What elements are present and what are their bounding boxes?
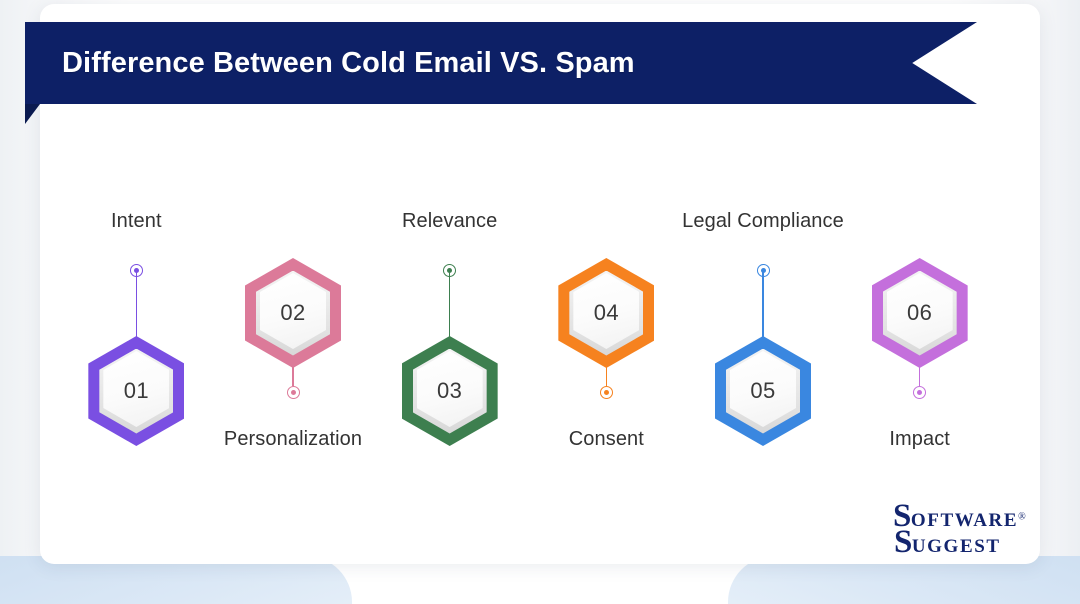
step-label: Legal Compliance xyxy=(682,210,844,232)
connector-line xyxy=(448,270,451,342)
connector-dot-icon xyxy=(599,386,613,399)
step-label: Personalization xyxy=(223,428,363,450)
softwaresuggest-logo: SOFTWARE® SUGGEST xyxy=(893,500,1026,559)
title-ribbon: Difference Between Cold Email VS. Spam xyxy=(25,22,977,124)
connector-line xyxy=(762,270,764,342)
step-label: Impact xyxy=(889,428,950,450)
step-label: Consent xyxy=(568,428,644,450)
ribbon-fold xyxy=(25,104,40,124)
decorative-shape-bottom-right xyxy=(728,556,1080,604)
hexagon-number: 02 xyxy=(280,300,306,325)
step-04[interactable]: Consent 04 xyxy=(516,118,696,518)
hexagon-number: 03 xyxy=(437,378,463,403)
logo-line2-text: UGGEST xyxy=(911,536,1001,557)
decorative-shape-bottom-left xyxy=(0,556,352,604)
step-05[interactable]: Legal Compliance 05 xyxy=(673,118,853,518)
hexagon-badge[interactable]: 03 xyxy=(401,336,498,446)
step-label: Intent xyxy=(111,210,162,232)
registered-trademark-icon: ® xyxy=(1018,511,1026,523)
step-02[interactable]: Personalization 02 xyxy=(203,118,383,518)
hexagon-badge[interactable]: 05 xyxy=(715,336,811,446)
hexagon-number: 05 xyxy=(750,378,776,403)
step-03[interactable]: Relevance 03 xyxy=(360,118,540,518)
hexagon-badge[interactable]: 01 xyxy=(88,336,185,446)
hexagon-number: 01 xyxy=(123,378,149,403)
page-title: Difference Between Cold Email VS. Spam xyxy=(62,46,635,79)
step-01[interactable]: Intent 01 xyxy=(46,118,226,518)
hexagon-badge[interactable]: 04 xyxy=(558,258,655,368)
logo-line2-capital: S xyxy=(894,524,912,560)
hexagon-number: 04 xyxy=(593,300,619,325)
step-label: Relevance xyxy=(401,210,498,232)
logo-line1-text: OFTWARE xyxy=(910,510,1019,531)
connector-dot-icon xyxy=(286,386,300,399)
hexagon-number: 06 xyxy=(907,300,933,325)
logo-line1-capital: S xyxy=(893,498,911,534)
ribbon-banner: Difference Between Cold Email VS. Spam xyxy=(25,22,977,104)
connector-line xyxy=(135,270,138,342)
hexagon-badge[interactable]: 06 xyxy=(871,258,968,368)
connector-dot-icon xyxy=(913,386,927,399)
step-06[interactable]: Impact 06 xyxy=(830,118,1010,518)
hexagon-badge[interactable]: 02 xyxy=(245,258,341,368)
